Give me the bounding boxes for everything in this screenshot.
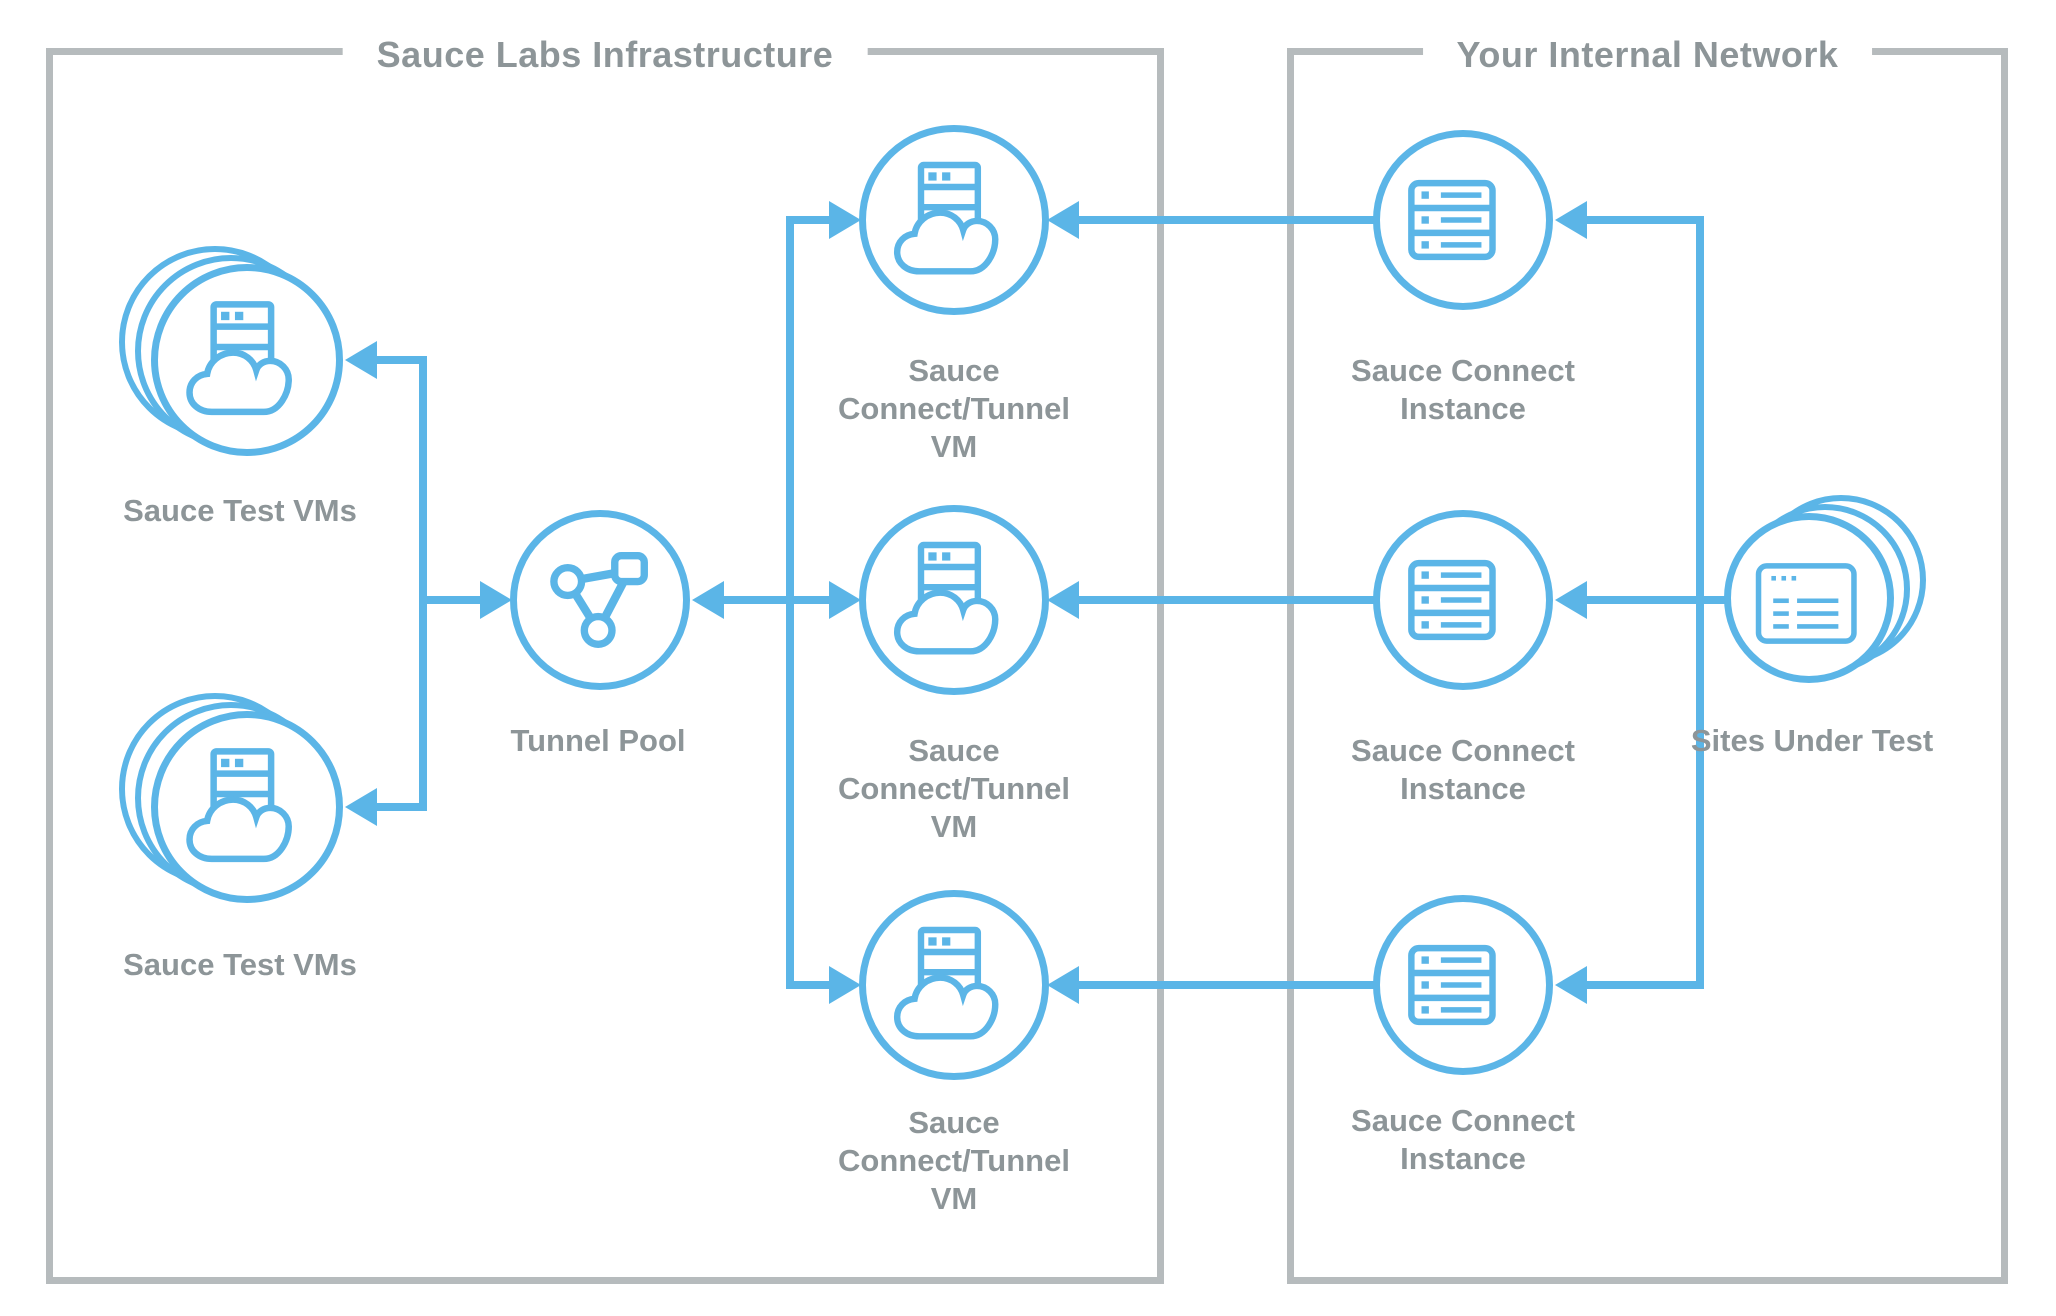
node-tunnel-pool [510,510,690,690]
browser-window-stack-icon [1731,520,1887,676]
label-sauce-test-vms-2: Sauce Test VMs [123,947,357,982]
stack-circle-front [1724,513,1894,683]
label-sauce-connect-tunnel-vm-2: Sauce Connect/Tunnel VM [838,733,1070,844]
label-sites-under-test: Sites Under Test [1690,723,1934,758]
your-internal-network-box: Your Internal Network [1287,34,2008,1284]
label-sauce-connect-instance-1: Sauce Connect Instance [1351,353,1575,426]
label-sauce-test-vms-1: Sauce Test VMs [123,493,357,528]
node-sites-under-test [1724,495,1926,683]
node-circle [859,125,1049,315]
node-sauce-connect-instance-1 [1373,130,1553,310]
node-sauce-connect-tunnel-vm-2 [859,505,1049,695]
sauce-labs-infrastructure-box: Sauce Labs Infrastructure [46,34,1164,1284]
tunnel-pool-network-icon [517,517,683,683]
server-rack-icon [1380,517,1546,683]
cloud-server-stack-icon [158,271,336,449]
label-sauce-connect-instance-3: Sauce Connect Instance [1351,1103,1575,1176]
label-sauce-connect-instance-2: Sauce Connect Instance [1351,733,1575,806]
label-sauce-connect-tunnel-vm-3: Sauce Connect/Tunnel VM [838,1105,1070,1216]
node-sauce-connect-instance-3 [1373,895,1553,1075]
node-sauce-connect-tunnel-vm-1 [859,125,1049,315]
cloud-server-icon [866,512,1042,688]
node-circle [859,890,1049,1080]
node-sauce-test-vms-2 [119,693,343,903]
node-circle [1373,895,1553,1075]
server-rack-icon [1380,137,1546,303]
node-sauce-connect-tunnel-vm-3 [859,890,1049,1080]
node-circle [1373,130,1553,310]
node-circle [859,505,1049,695]
label-tunnel-pool: Tunnel Pool [510,723,686,758]
cloud-server-icon [866,132,1042,308]
right-box-title: Your Internal Network [1422,34,1873,76]
stack-circle-front [151,711,343,903]
cloud-server-stack-icon [158,718,336,896]
cloud-server-icon [866,897,1042,1073]
left-box-title: Sauce Labs Infrastructure [342,34,868,76]
label-sauce-connect-tunnel-vm-1: Sauce Connect/Tunnel VM [838,353,1070,464]
server-rack-icon [1380,902,1546,1068]
node-sauce-connect-instance-2 [1373,510,1553,690]
node-circle [510,510,690,690]
stack-circle-front [151,264,343,456]
node-sauce-test-vms-1 [119,246,343,456]
node-circle [1373,510,1553,690]
